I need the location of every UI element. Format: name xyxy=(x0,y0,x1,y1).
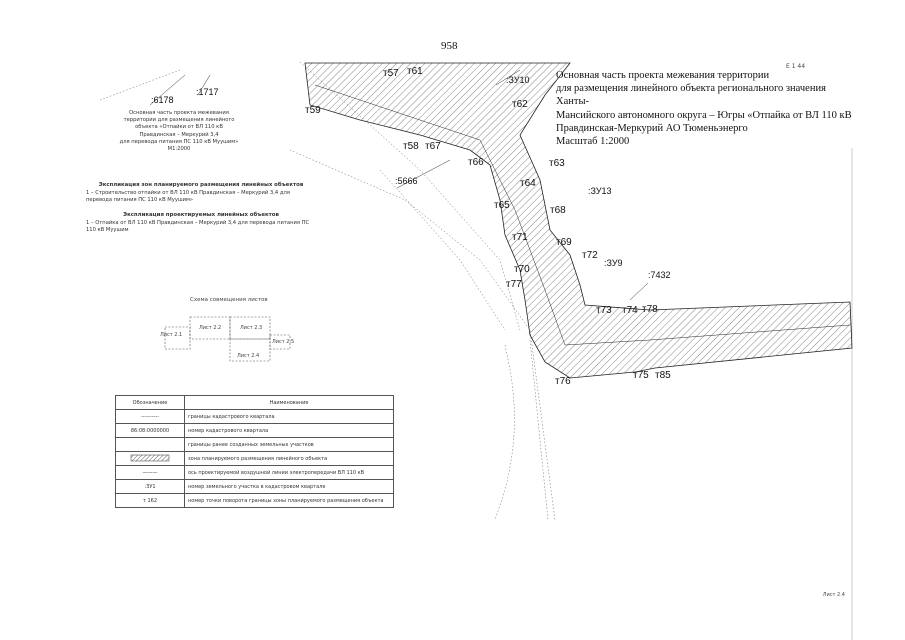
point-label: т70 xyxy=(514,264,530,275)
legend-name: номер точки поворота границы зоны планир… xyxy=(184,493,394,508)
parcel-label: :6178 xyxy=(151,95,174,105)
point-label: т58 xyxy=(403,141,419,152)
legend-row: ---------- границы кадастрового квартала xyxy=(115,409,394,424)
point-label: т85 xyxy=(655,370,671,381)
point-label: т71 xyxy=(512,232,528,243)
point-label: т65 xyxy=(494,200,510,211)
title-line: Мансийского автономного округа – Югры «О… xyxy=(556,109,852,121)
page-number: 958 xyxy=(441,40,458,52)
leader-lines xyxy=(149,69,649,301)
point-label: т75 xyxy=(633,370,649,381)
point-label: т78 xyxy=(642,304,658,315)
point-label: т74 xyxy=(622,305,638,316)
left-title-line: М1:2000 xyxy=(167,146,191,153)
explication-zones-heading: Экспликация зон планируемого размещения … xyxy=(98,182,304,188)
sheet-label: Лист 2.3 xyxy=(240,325,263,331)
explication-objects: Экспликация проектируемых линейных объек… xyxy=(86,212,316,234)
scheme-sheet-2-1 xyxy=(164,326,191,350)
scheme-sheet-2-5 xyxy=(269,334,291,350)
left-title-line: Основная часть проекта межевания xyxy=(129,110,229,116)
point-label: т62 xyxy=(512,99,528,110)
point-label: т63 xyxy=(549,158,565,169)
parcel-label: :5666 xyxy=(395,176,418,186)
title-line: Правдинская-Меркурий АО Тюменьэнерго xyxy=(556,122,748,134)
point-label: т57 xyxy=(383,68,399,79)
scheme-sheet-2-3 xyxy=(229,316,271,340)
sheet-label: Лист 2.4 xyxy=(237,353,260,359)
sheet-scheme xyxy=(164,316,291,362)
parcel-label: :ЗУ13 xyxy=(588,186,612,196)
sheet-code: Е 1 44 xyxy=(786,63,806,70)
corner-sheet-label: Лист 2.4 xyxy=(822,592,845,598)
legend-symbol: т 162 xyxy=(115,493,185,508)
left-title-line: Правдинская – Меркурий 3,4 xyxy=(139,131,219,138)
legend-table: Обозначение Наименование ---------- гран… xyxy=(115,395,394,508)
point-label: т69 xyxy=(556,237,572,248)
legend-row: границы ранее созданных земельных участк… xyxy=(115,437,394,452)
parcel-label: :7432 xyxy=(648,270,671,280)
point-label: т72 xyxy=(582,250,598,261)
sheet-label: Лист 2.2 xyxy=(199,325,222,331)
parcel-label: :ЗУ9 xyxy=(604,258,623,268)
point-label: т67 xyxy=(425,141,441,152)
planned-zone-corridor xyxy=(304,62,853,379)
point-label: т61 xyxy=(407,66,423,77)
left-title-line: для перевода питания ПС 110 кВ Муушим» xyxy=(119,138,239,145)
explication-objects-heading: Экспликация проектируемых линейных объек… xyxy=(123,212,279,218)
left-title-line: территории для размещения линейного xyxy=(123,117,235,124)
explication-zones: Экспликация зон планируемого размещения … xyxy=(86,182,316,204)
sheet-label: Лист 2.5 xyxy=(272,339,295,345)
scale-line: Масштаб 1:2000 xyxy=(556,136,630,148)
left-title: Основная часть проекта межевания террито… xyxy=(104,110,254,153)
title-line: для размещения линейного объекта региона… xyxy=(556,83,826,108)
explication-objects-item: 1 – Отпайка от ВЛ 110 кВ Правдинская – М… xyxy=(86,220,310,233)
title-line: Основная часть проекта межевания террито… xyxy=(556,70,770,81)
point-label: т76 xyxy=(555,376,571,387)
point-label: т77 xyxy=(506,279,522,290)
legend-row: т 162 номер точки поворота границы зоны … xyxy=(115,493,394,508)
scheme-title: Схема совмещения листов xyxy=(190,297,268,303)
scheme-sheet-2-4 xyxy=(229,338,271,362)
point-label: т66 xyxy=(468,157,484,168)
axis-line xyxy=(314,84,851,346)
legend-row: ——— ось проектируемой воздушной линии эл… xyxy=(115,465,394,480)
sheet-label: Лист 2.1 xyxy=(160,332,183,338)
point-label: т68 xyxy=(550,205,566,216)
point-label: т59 xyxy=(305,105,321,116)
left-title-line: объекта «Отпайки от ВЛ 110 кВ xyxy=(135,124,223,131)
parcel-label: :1717 xyxy=(196,87,219,97)
parcel-label: :ЗУ10 xyxy=(506,75,530,85)
point-label: т73 xyxy=(596,305,612,316)
map-title: Основная часть проекта межевания террито… xyxy=(556,69,856,148)
point-label: т64 xyxy=(520,178,536,189)
legend-header-row: Обозначение Наименование xyxy=(115,395,394,410)
explication-zones-item: 1 – Строительство отпайки от ВЛ 110 кВ П… xyxy=(86,190,290,203)
